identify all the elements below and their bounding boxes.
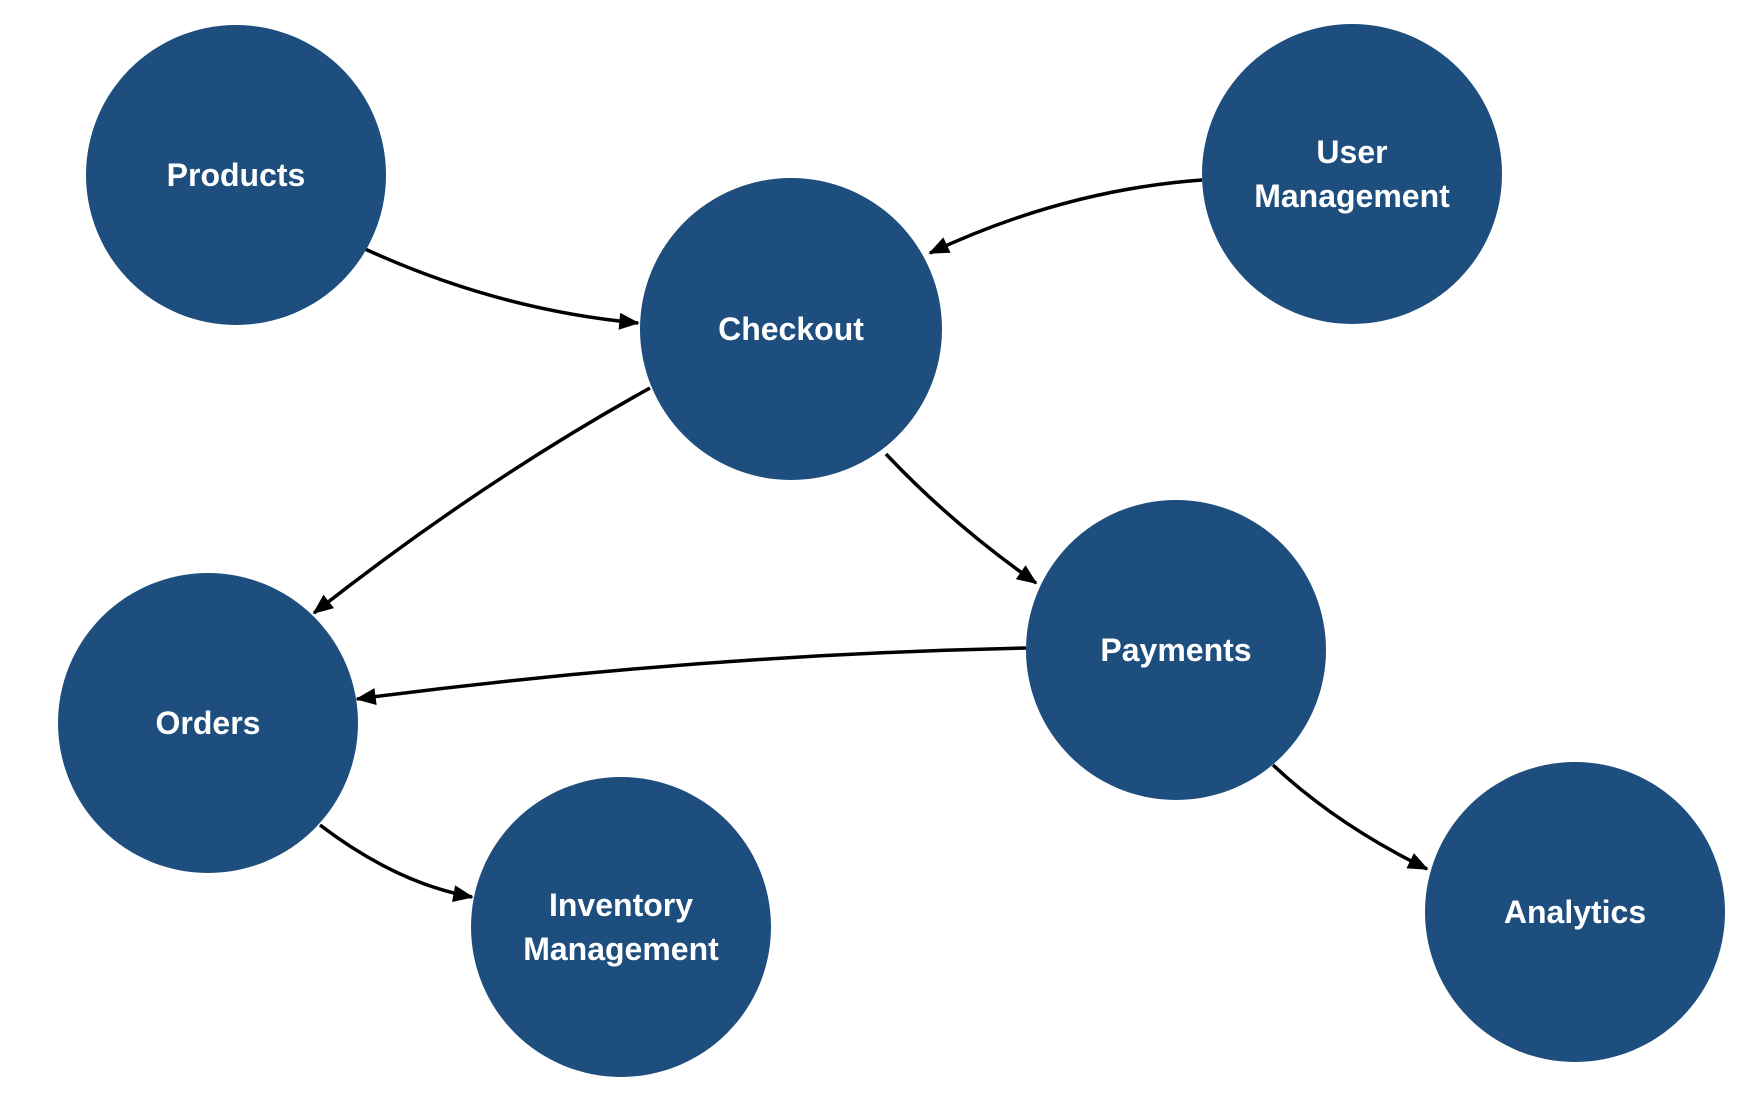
inventory-management-circle[interactable] xyxy=(471,777,771,1077)
edge-payments-to-orders xyxy=(355,646,1027,706)
products-circle[interactable] xyxy=(86,25,386,325)
edge-payments-to-analytics xyxy=(1271,763,1429,871)
orders-circle[interactable] xyxy=(58,573,358,873)
checkout-circle[interactable] xyxy=(640,178,942,480)
node-checkout[interactable]: Checkout xyxy=(640,178,942,480)
edge-products-to-checkout xyxy=(364,247,640,330)
edge-orders-to-inventory-management xyxy=(318,823,474,902)
edge-checkout-to-orders xyxy=(312,386,651,615)
edge-user-management-to-checkout xyxy=(928,178,1203,255)
node-analytics[interactable]: Analytics xyxy=(1425,762,1725,1062)
edge-checkout-to-payments xyxy=(884,452,1038,585)
edges-layer xyxy=(312,178,1429,902)
node-products[interactable]: Products xyxy=(86,25,386,325)
node-payments[interactable]: Payments xyxy=(1026,500,1326,800)
node-orders[interactable]: Orders xyxy=(58,573,358,873)
user-management-circle[interactable] xyxy=(1202,24,1502,324)
payments-circle[interactable] xyxy=(1026,500,1326,800)
analytics-circle[interactable] xyxy=(1425,762,1725,1062)
